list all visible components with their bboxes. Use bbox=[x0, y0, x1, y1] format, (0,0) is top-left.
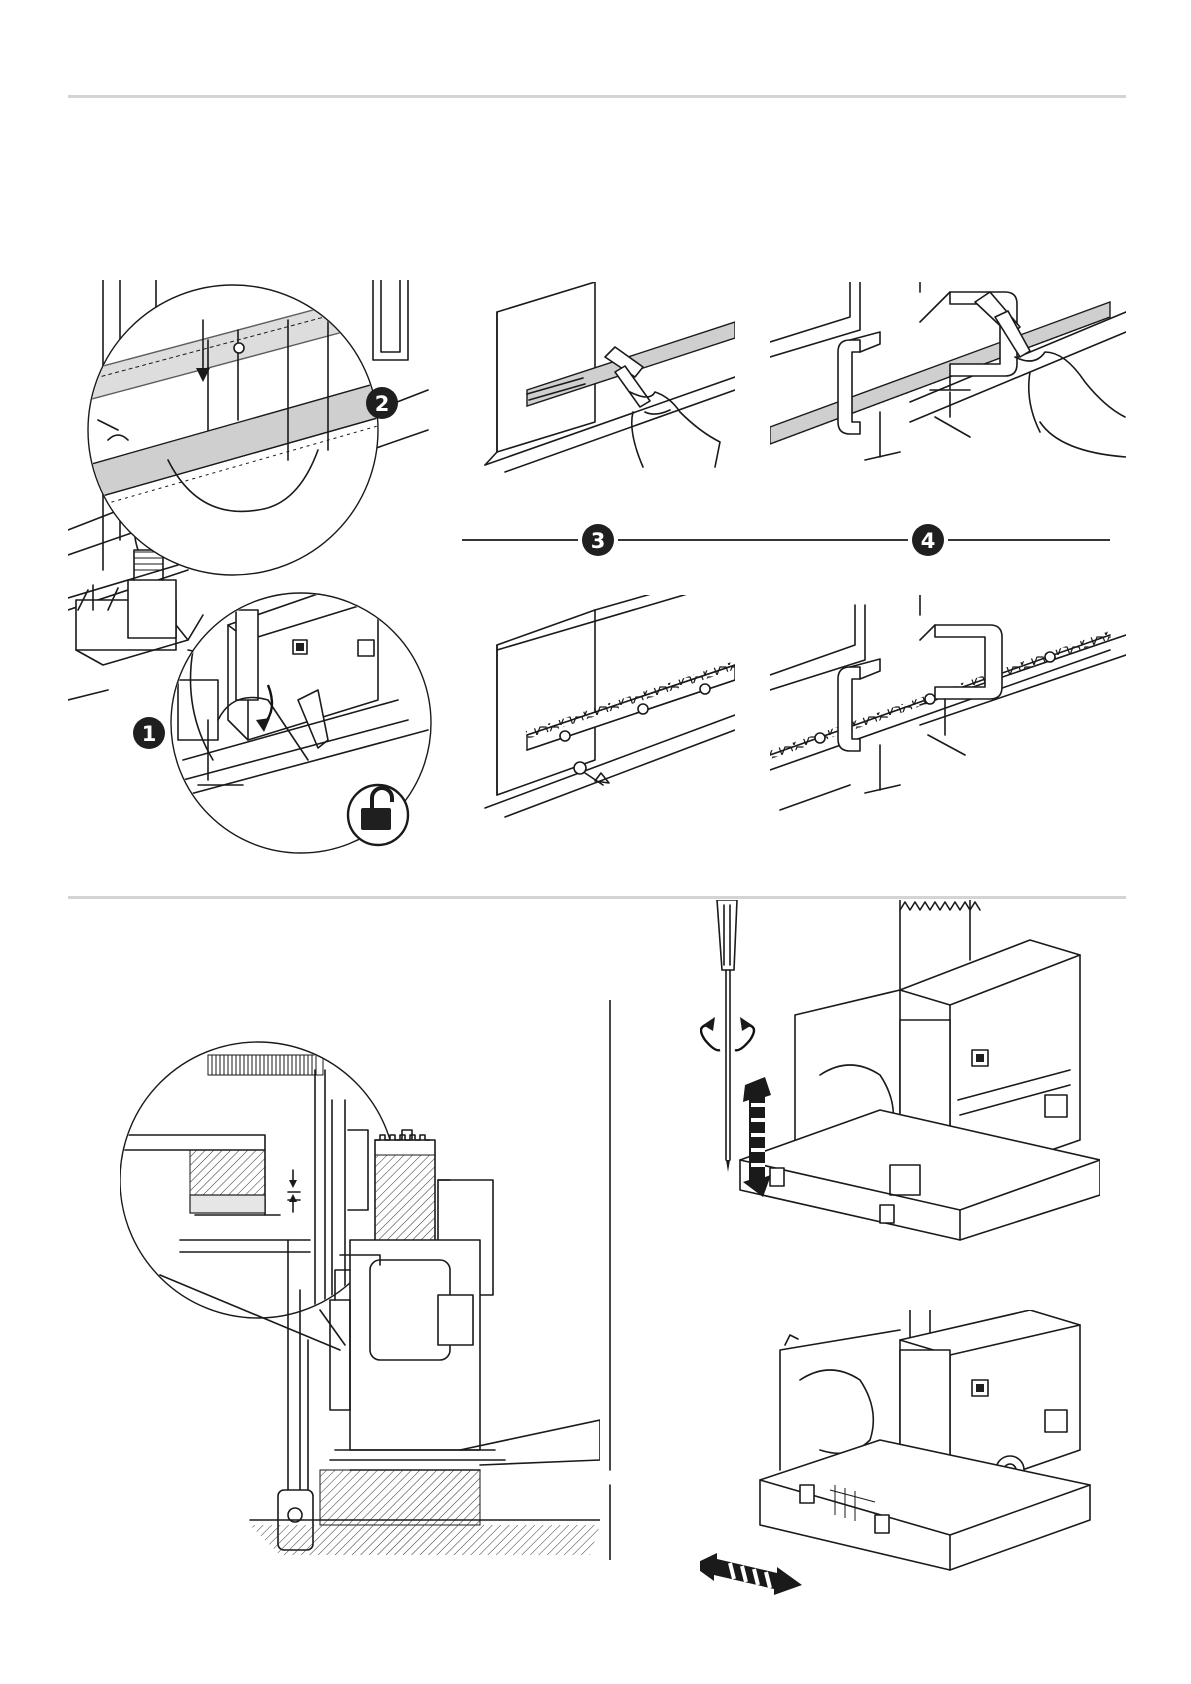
illustration-step4-screwed bbox=[770, 595, 1126, 815]
step-badge-4: 4 bbox=[912, 524, 944, 556]
step-badge-2-label: 2 bbox=[375, 392, 390, 416]
illustration-step4-clamps bbox=[770, 282, 1126, 492]
section-divider-top bbox=[68, 95, 1126, 98]
section-divider-middle bbox=[68, 896, 1126, 899]
illustration-height-adjust bbox=[700, 900, 1100, 1295]
illustration-depth-adjust bbox=[700, 1310, 1100, 1610]
double-arrow-horizontal-icon bbox=[700, 1553, 802, 1595]
screwdriver-icon bbox=[717, 900, 737, 1172]
illustration-gap-side-view bbox=[120, 1040, 600, 1570]
step-badge-3-label: 3 bbox=[591, 529, 606, 553]
rotate-arrows-icon bbox=[701, 1017, 754, 1050]
step-badge-4-label: 4 bbox=[921, 529, 936, 553]
step-badge-1-label: 1 bbox=[142, 722, 157, 746]
step-badge-1: 1 bbox=[133, 717, 165, 749]
unlocked-padlock-icon bbox=[348, 785, 408, 845]
callout-leader-lines bbox=[590, 1000, 620, 1560]
steps-3-4-header: 3 4 bbox=[460, 520, 1120, 560]
illustration-step3-clamp bbox=[465, 282, 735, 482]
detail-magnifier-rack bbox=[88, 285, 388, 575]
step-badge-2: 2 bbox=[366, 387, 398, 419]
illustration-release-and-rack: 2 1 bbox=[68, 280, 433, 860]
illustration-step3-screw bbox=[465, 595, 735, 820]
step-badge-3: 3 bbox=[582, 524, 614, 556]
